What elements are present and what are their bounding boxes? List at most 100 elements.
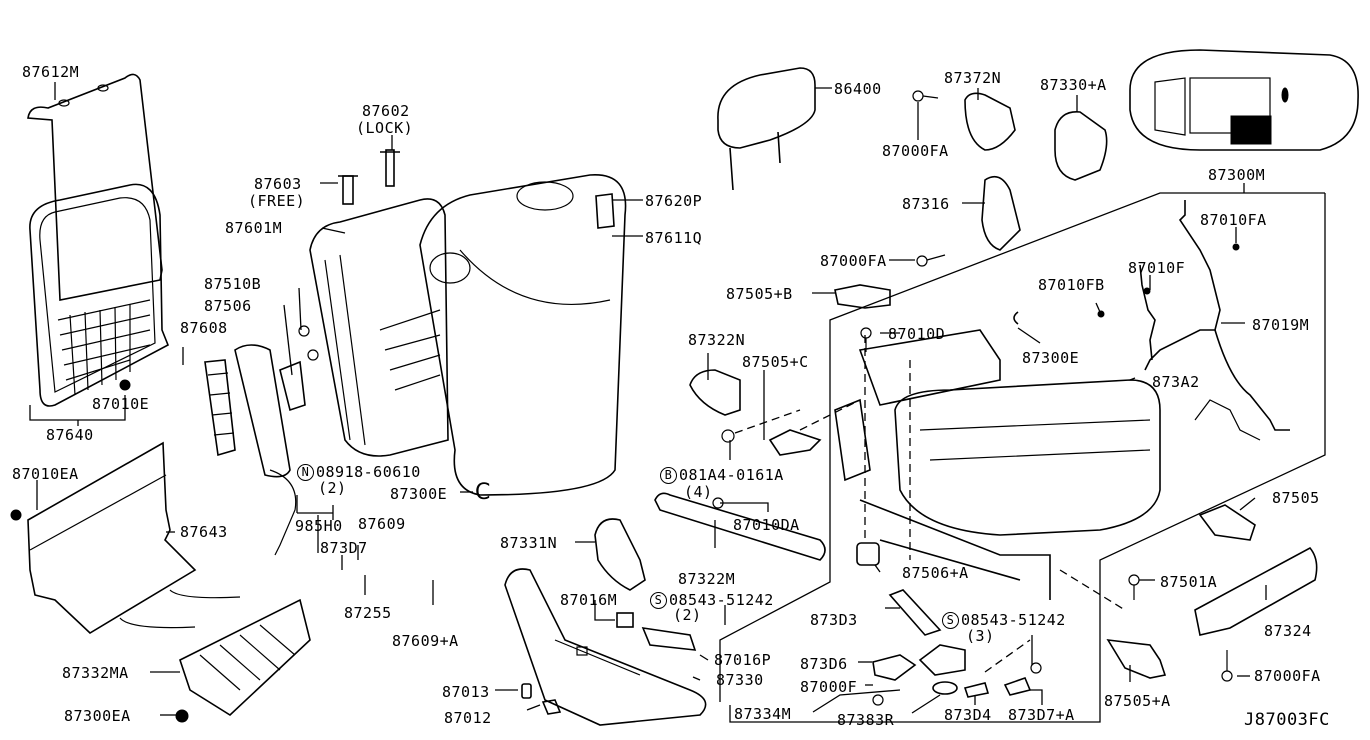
part-86400-headrest[interactable] [717, 67, 816, 191]
label-87316[interactable]: 87316 [902, 195, 950, 213]
part-87330-side-shield[interactable] [504, 568, 707, 726]
label-87330[interactable]: 87330 [716, 671, 764, 689]
label-87322N[interactable]: 87322N [688, 331, 746, 349]
label-87501A[interactable]: 87501A [1160, 573, 1218, 591]
label-87612M[interactable]: 87612M [22, 63, 80, 81]
part-87324-finisher[interactable] [1194, 546, 1318, 636]
label-87332MA[interactable]: 87332MA [62, 664, 129, 682]
label-87330A[interactable]: 87330+A [1040, 76, 1107, 94]
part-87640-seatback-frame[interactable] [29, 183, 170, 426]
part-87505B-cover[interactable] [834, 284, 891, 309]
part-87013-clip[interactable] [521, 683, 532, 699]
label-87010F[interactable]: 87010F [1128, 259, 1186, 277]
part-873D6-module[interactable] [872, 654, 917, 681]
part-seat-frame[interactable] [799, 329, 1051, 600]
label-87505C[interactable]: 87505+C [742, 353, 809, 371]
label-87000FA-mid[interactable]: 87000FA [820, 252, 887, 270]
label-87640[interactable]: 87640 [46, 426, 94, 444]
part-87330A-cover[interactable] [1054, 111, 1108, 181]
part-87334M-bracket[interactable] [918, 644, 966, 676]
part-87372N-cover[interactable] [964, 92, 1016, 151]
part-87603-pin[interactable] [338, 175, 358, 205]
part-87000F-bolt[interactable] [872, 694, 884, 706]
label-87300E-right[interactable]: 87300E [1022, 349, 1080, 367]
label-873D7A[interactable]: 873D7+A [1008, 706, 1075, 724]
part-87316-cover[interactable] [981, 175, 1021, 251]
label-87611Q[interactable]: 87611Q [645, 229, 703, 247]
part-87506A-cap[interactable] [856, 542, 880, 566]
label-873D4[interactable]: 873D4 [944, 706, 992, 724]
label-87505B[interactable]: 87505+B [726, 285, 793, 303]
label-87010FB[interactable]: 87010FB [1038, 276, 1105, 294]
label-87016P[interactable]: 87016P [714, 651, 772, 669]
label-87506[interactable]: 87506 [204, 297, 252, 315]
label-87322M[interactable]: 87322M [678, 570, 736, 588]
part-87643-lower-cover[interactable] [10, 441, 241, 634]
label-86400[interactable]: 86400 [834, 80, 882, 98]
label-87010E[interactable]: 87010E [92, 395, 150, 413]
part-87000FA-bolt-bot[interactable] [1221, 650, 1233, 682]
label-87300M[interactable]: 87300M [1208, 166, 1266, 184]
part-87010F-clips[interactable] [1097, 243, 1240, 318]
part-seatback-trim[interactable] [419, 174, 627, 496]
part-873A2-cushion[interactable] [894, 379, 1161, 536]
part-08543-bolt-b[interactable] [984, 639, 1042, 674]
label-87643[interactable]: 87643 [180, 523, 228, 541]
part-081A4-bolt[interactable] [721, 409, 801, 443]
label-873A2[interactable]: 873A2 [1152, 373, 1200, 391]
part-87383R-grommet[interactable] [932, 681, 958, 695]
label-87000FA-top[interactable]: 87000FA [882, 142, 949, 160]
label-87510B[interactable]: 87510B [204, 275, 262, 293]
label-87010DA[interactable]: 87010DA [733, 516, 800, 534]
part-87331N-cover[interactable] [594, 518, 646, 591]
part-873D3-cover[interactable] [888, 589, 942, 636]
part-side-airbag[interactable] [234, 344, 297, 556]
part-87505C-cover[interactable] [768, 429, 822, 456]
label-87324[interactable]: 87324 [1264, 622, 1312, 640]
label-87255[interactable]: 87255 [344, 604, 392, 622]
label-87608[interactable]: 87608 [180, 319, 228, 337]
part-87322N-cover[interactable] [689, 369, 741, 416]
label-87300EA[interactable]: 87300EA [64, 707, 131, 725]
part-87016M-knob[interactable] [616, 612, 634, 628]
label-87372N[interactable]: 87372N [944, 69, 1002, 87]
label-87505[interactable]: 87505 [1272, 489, 1320, 507]
part-87332MA-trim[interactable] [175, 598, 311, 723]
label-87013[interactable]: 87013 [442, 683, 490, 701]
part-87000FA-bolt-top[interactable] [912, 90, 939, 102]
label-87609A[interactable]: 87609+A [392, 632, 459, 650]
part-87505A-cover[interactable] [1106, 639, 1167, 679]
label-87019M[interactable]: 87019M [1252, 316, 1310, 334]
part-87012-clip[interactable] [541, 699, 562, 715]
part-87010D-bolt[interactable] [860, 327, 872, 352]
label-87000F[interactable]: 87000F [800, 678, 858, 696]
label-87010FA[interactable]: 87010FA [1200, 211, 1267, 229]
label-87505A[interactable]: 87505+A [1104, 692, 1171, 710]
label-87334M[interactable]: 87334M [734, 705, 792, 723]
label-87602[interactable]: 87602 [362, 102, 410, 120]
part-87000FA-bolt-mid[interactable] [916, 254, 946, 267]
label-873D3[interactable]: 873D3 [810, 611, 858, 629]
part-87016P-switch[interactable] [641, 627, 697, 651]
label-985H0[interactable]: 985H0 [295, 517, 343, 535]
part-87608-switch[interactable] [204, 359, 236, 457]
label-87603[interactable]: 87603 [254, 175, 302, 193]
label-87010D[interactable]: 87010D [888, 325, 946, 343]
label-87506A[interactable]: 87506+A [902, 564, 969, 582]
part-87601M-seatback-frame[interactable] [309, 198, 449, 457]
label-87620P[interactable]: 87620P [645, 192, 703, 210]
label-87609[interactable]: 87609 [358, 515, 406, 533]
part-87505-cover[interactable] [1198, 504, 1256, 541]
label-87300E-left[interactable]: 87300E [390, 485, 448, 503]
label-87012[interactable]: 87012 [444, 709, 492, 727]
part-87506-bracket[interactable] [279, 325, 319, 412]
label-87331N[interactable]: 87331N [500, 534, 558, 552]
label-87010EA[interactable]: 87010EA [12, 465, 79, 483]
label-87000FA-bot[interactable]: 87000FA [1254, 667, 1321, 685]
label-873D6[interactable]: 873D6 [800, 655, 848, 673]
part-87602-pin[interactable] [380, 149, 400, 187]
label-87601M[interactable]: 87601M [225, 219, 283, 237]
label-87016M[interactable]: 87016M [560, 591, 618, 609]
